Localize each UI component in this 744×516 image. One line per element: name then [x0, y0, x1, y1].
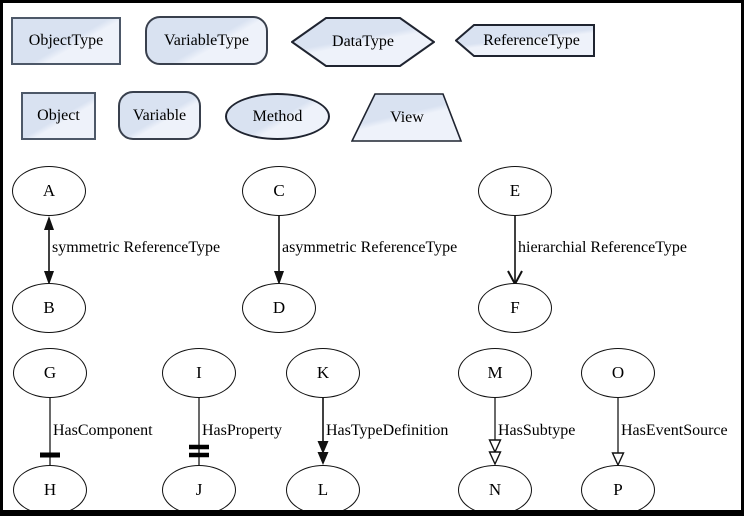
- node-I-label: I: [196, 363, 202, 382]
- trapezoid-shape: [351, 93, 463, 142]
- shape-variabletype-label: VariableType: [163, 31, 250, 49]
- asymmetric-reference-label: asymmetric ReferenceType: [282, 239, 458, 256]
- shape-variabletype: VariableType: [145, 16, 268, 65]
- node-H: H: [13, 465, 87, 510]
- node-P: P: [581, 465, 655, 510]
- node-K: K: [286, 348, 360, 398]
- node-O: O: [581, 348, 655, 398]
- shape-datatype: DataType: [291, 16, 435, 68]
- symmetric-reference-label: symmetric ReferenceType: [52, 239, 221, 256]
- node-N: N: [458, 465, 532, 510]
- hassubtype-label: HasSubtype: [498, 422, 576, 439]
- node-M: M: [458, 348, 532, 398]
- shape-method-label: Method: [252, 107, 303, 125]
- shape-view: View: [351, 93, 463, 142]
- node-A: A: [12, 166, 86, 216]
- node-P-label: P: [613, 480, 623, 499]
- shape-variable-label: Variable: [132, 106, 187, 124]
- shape-objecttype: ObjectType: [11, 17, 121, 65]
- node-B-label: B: [43, 298, 55, 317]
- node-D-label: D: [272, 298, 286, 317]
- shape-datatype-label: DataType: [332, 33, 394, 50]
- haseventsource-label: HasEventSource: [621, 422, 728, 439]
- node-D: D: [242, 283, 316, 333]
- shape-objecttype-label: ObjectType: [28, 32, 104, 49]
- node-E-label: E: [509, 181, 521, 200]
- node-I: I: [162, 348, 236, 398]
- shape-referencetype-label: ReferenceType: [483, 31, 580, 49]
- left-arrow-pentagon-shape: [455, 24, 595, 57]
- node-A-label: A: [42, 181, 56, 200]
- node-K-label: K: [316, 363, 330, 382]
- shape-referencetype: ReferenceType: [455, 24, 596, 57]
- hierarchial-reference-label: hierarchial ReferenceType: [518, 239, 687, 256]
- shape-method: Method: [225, 93, 330, 140]
- node-B: B: [12, 283, 86, 333]
- hascomponent-label: HasComponent: [53, 422, 153, 439]
- node-F: F: [478, 283, 552, 333]
- shape-view-label: View: [390, 108, 424, 126]
- node-G: G: [13, 348, 87, 398]
- node-L: L: [286, 465, 360, 510]
- node-C-label: C: [273, 181, 285, 200]
- node-G-label: G: [43, 363, 57, 382]
- node-N-label: N: [488, 480, 502, 499]
- node-E: E: [478, 166, 552, 216]
- node-M-label: M: [487, 363, 503, 382]
- node-C: C: [242, 166, 316, 216]
- shape-variable: Variable: [118, 91, 201, 140]
- node-H-label: H: [43, 480, 57, 499]
- hastypedefinition-label: HasTypeDefinition: [326, 422, 449, 439]
- hexagon-shape: [291, 17, 435, 67]
- hasproperty-label: HasProperty: [202, 422, 282, 439]
- node-J: J: [162, 465, 236, 510]
- node-J-label: J: [195, 480, 203, 499]
- shape-object-label: Object: [37, 107, 80, 124]
- node-F-label: F: [510, 298, 520, 317]
- node-L-label: L: [317, 480, 329, 499]
- shape-object: Object: [21, 92, 96, 140]
- node-O-label: O: [611, 363, 625, 382]
